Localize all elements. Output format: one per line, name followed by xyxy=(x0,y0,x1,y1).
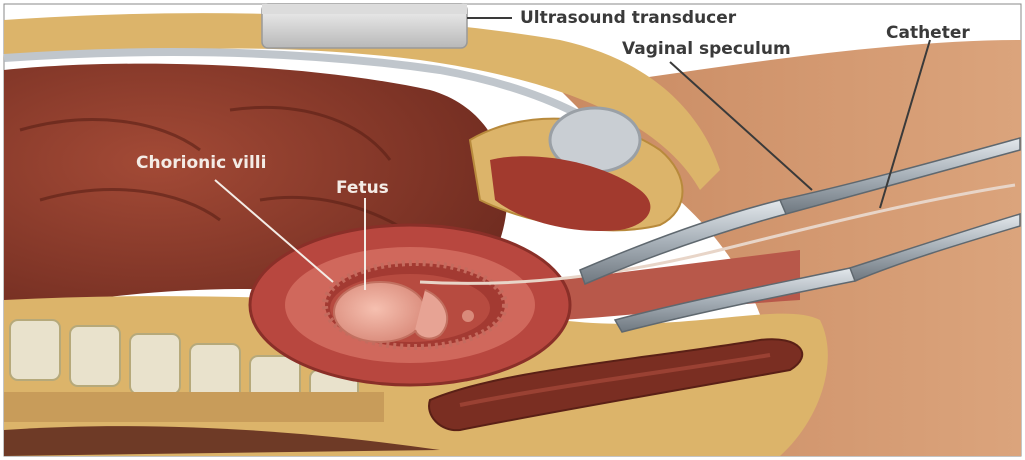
label-chorionic-villi: Chorionic villi xyxy=(136,153,266,173)
label-catheter: Catheter xyxy=(886,23,970,43)
label-fetus: Fetus xyxy=(336,178,389,198)
ultrasound-transducer xyxy=(262,4,467,48)
label-vaginal-speculum: Vaginal speculum xyxy=(622,39,791,59)
label-ultrasound-transducer: Ultrasound transducer xyxy=(520,8,737,28)
